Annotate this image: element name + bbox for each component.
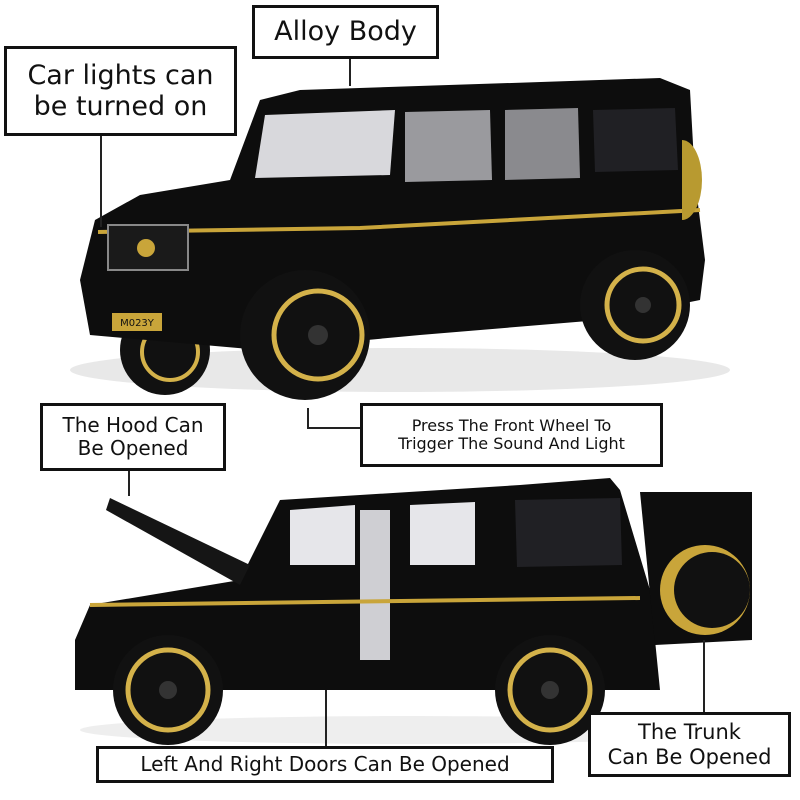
callout-trunk: The Trunk Can Be Opened bbox=[588, 712, 791, 777]
leader-line-alloy bbox=[349, 58, 351, 86]
callout-alloy-body: Alloy Body bbox=[252, 5, 439, 59]
leader-line-trunk bbox=[703, 640, 705, 713]
leader-line-hood bbox=[128, 470, 130, 496]
leader-line-doors bbox=[325, 690, 327, 747]
leader-line-lights bbox=[100, 135, 102, 227]
callout-front-wheel: Press The Front Wheel To Trigger The Sou… bbox=[360, 403, 663, 467]
callout-text: Press The Front Wheel To bbox=[411, 415, 612, 435]
callout-text: Trigger The Sound And Light bbox=[398, 434, 625, 453]
leader-line-wheel-v bbox=[307, 408, 309, 428]
front-wheel-side bbox=[113, 635, 223, 745]
leader-line-wheel-h bbox=[307, 427, 361, 429]
license-plate: M023Y bbox=[120, 318, 155, 329]
rear-wheel bbox=[580, 250, 690, 360]
callout-text: Car lights can bbox=[27, 59, 214, 91]
callout-text: The Trunk bbox=[638, 720, 741, 745]
callout-car-lights: Car lights can be turned on bbox=[4, 46, 237, 136]
rear-wheel-side bbox=[495, 635, 605, 745]
callout-hood: The Hood Can Be Opened bbox=[40, 403, 226, 471]
callout-doors: Left And Right Doors Can Be Opened bbox=[96, 746, 554, 783]
callout-text: Left And Right Doors Can Be Opened bbox=[140, 752, 510, 776]
callout-text: be turned on bbox=[33, 91, 208, 122]
callout-text: The Hood Can bbox=[62, 413, 204, 437]
callout-text: Alloy Body bbox=[274, 16, 417, 48]
callout-text: Be Opened bbox=[77, 436, 189, 460]
license-plate-background bbox=[112, 313, 162, 331]
callout-text: Can Be Opened bbox=[607, 744, 772, 769]
car-front-view: M023Y bbox=[70, 78, 730, 400]
front-wheel bbox=[240, 270, 370, 400]
car-side-view bbox=[75, 478, 752, 745]
open-hood bbox=[106, 498, 250, 585]
